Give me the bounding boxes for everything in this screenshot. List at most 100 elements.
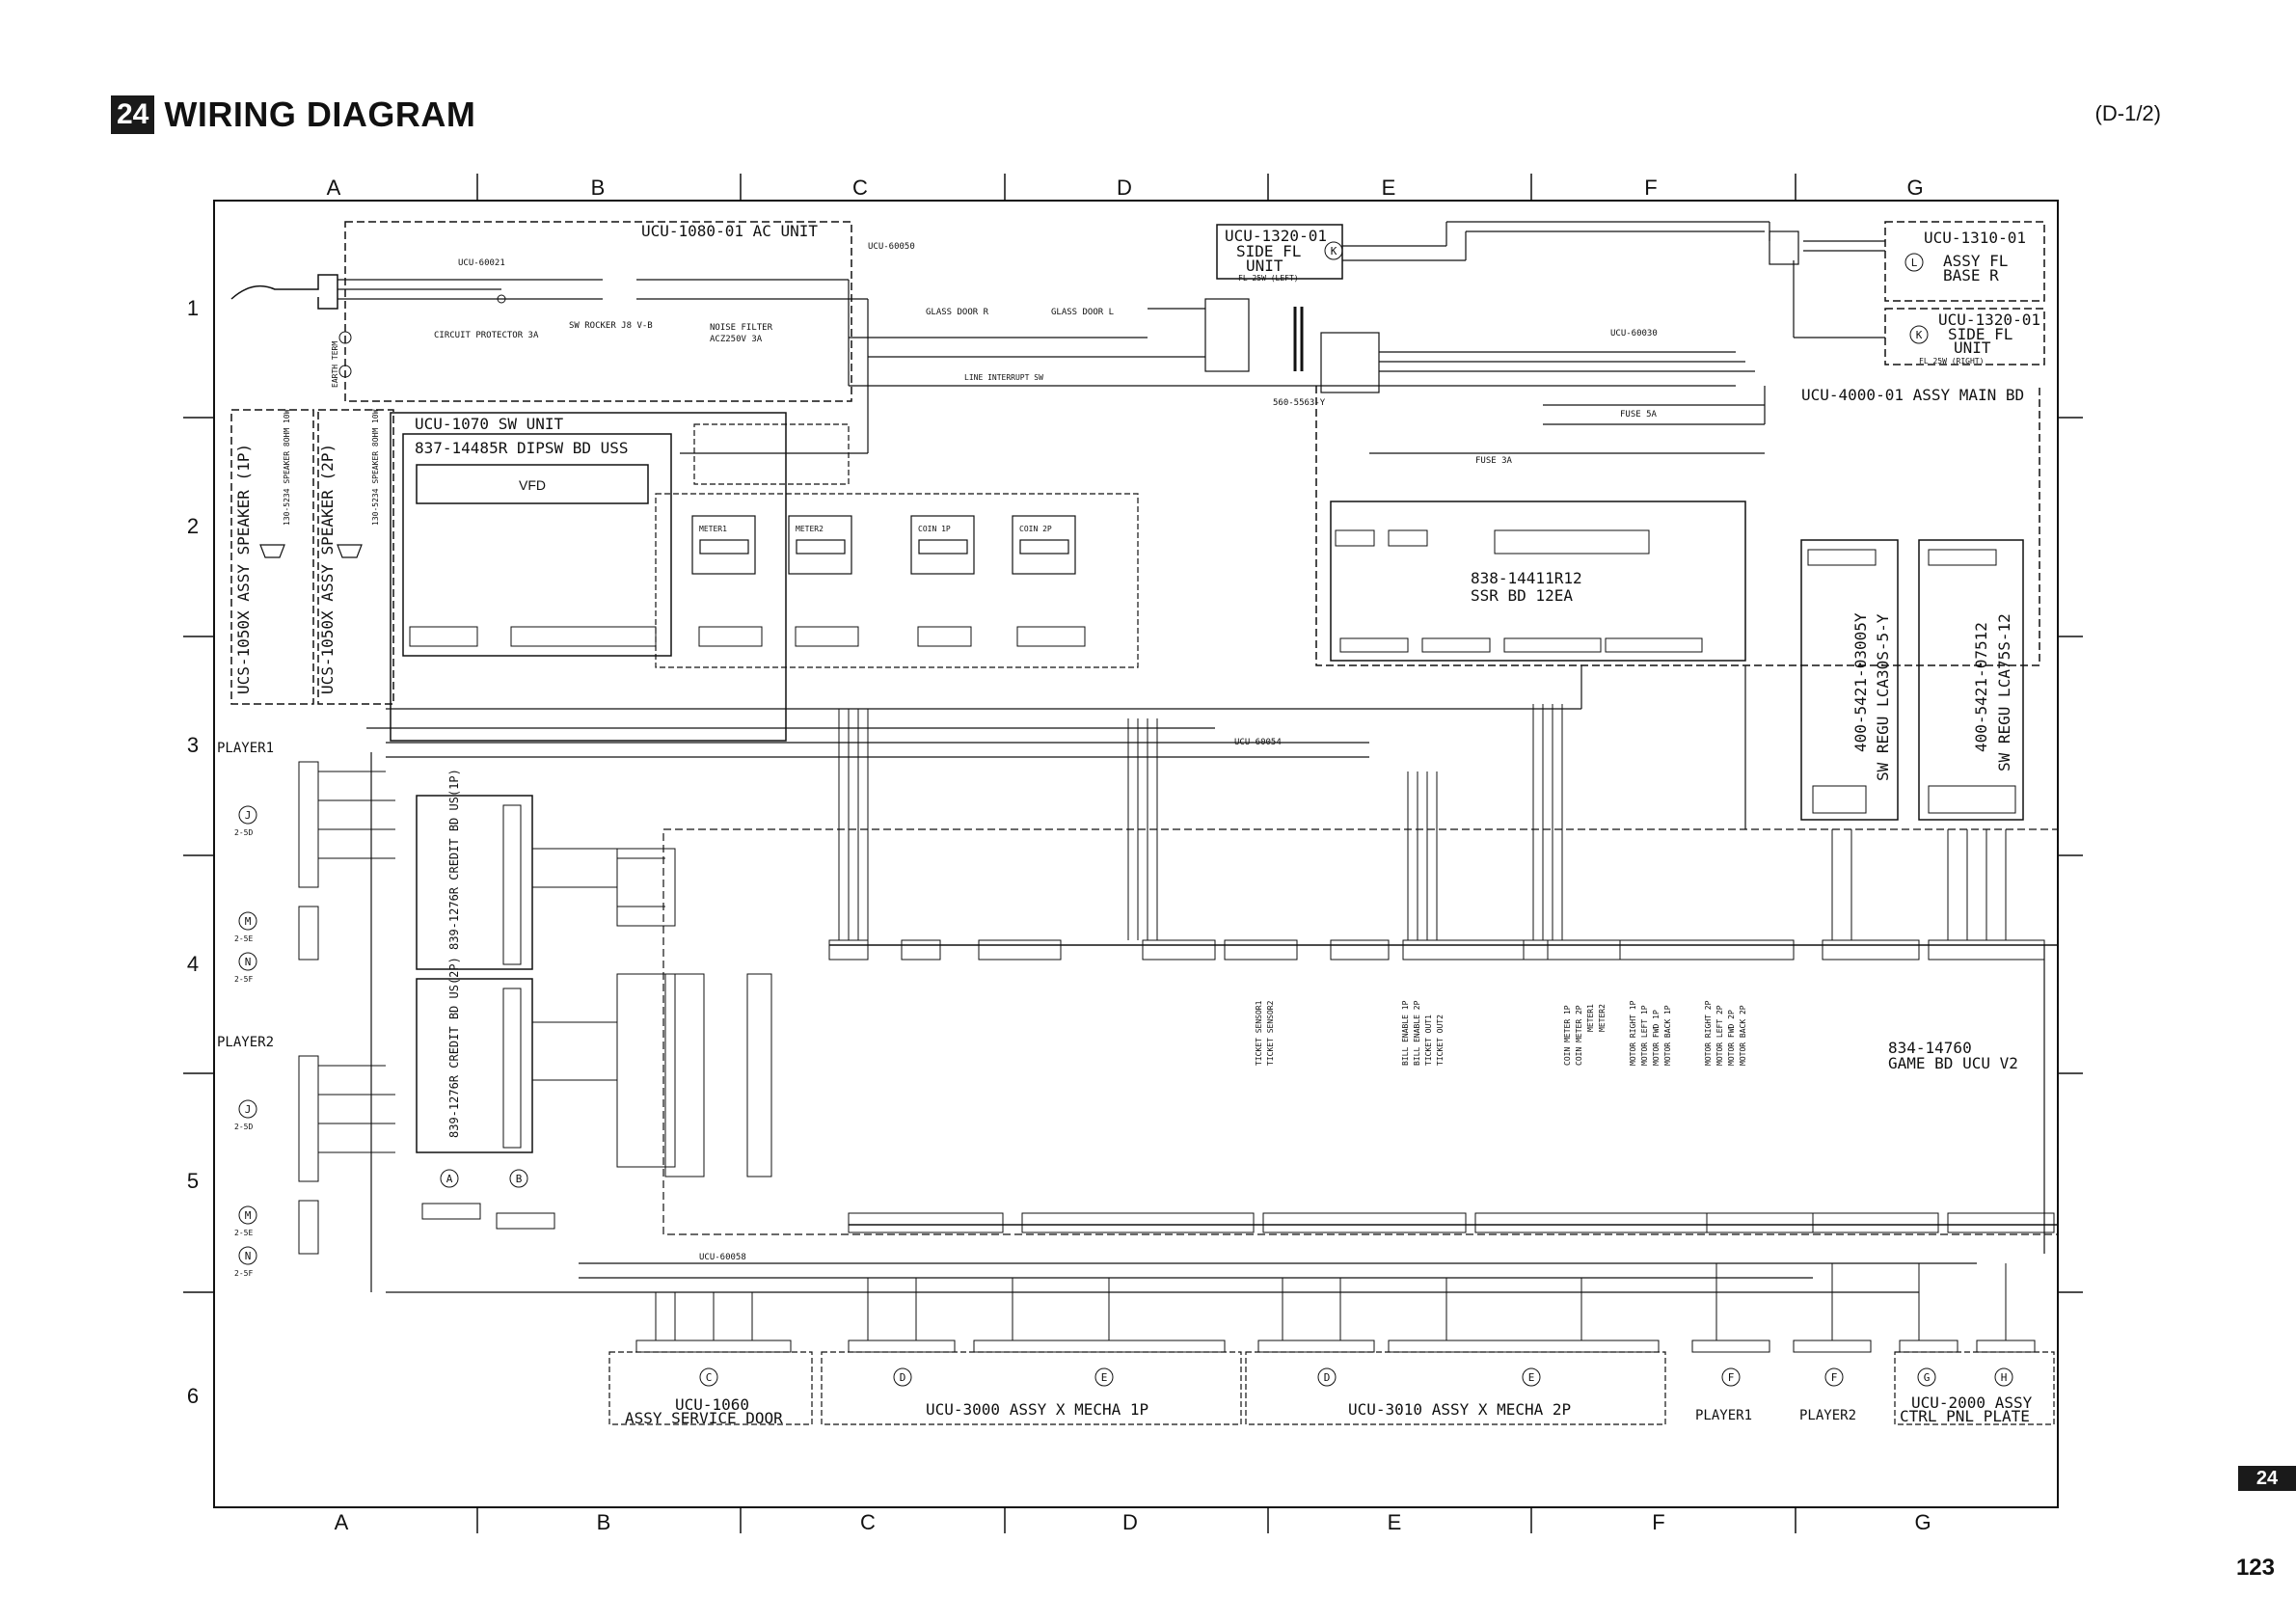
ac-unit-label: UCU-1080-01 AC UNIT: [641, 222, 818, 240]
coin-1p-label: COIN 1P: [918, 525, 951, 533]
regu-1-label-2: SW REGU LCA30S-5-Y: [1874, 613, 1892, 781]
connector-f-1-label: F: [1728, 1371, 1735, 1384]
col-label-top-b: B: [591, 176, 606, 200]
col-label-bottom-g: G: [1914, 1510, 1931, 1534]
connector-n-1: [238, 952, 257, 971]
signal-ticket-sensor1: TICKET SENSOR1: [1255, 1000, 1263, 1066]
ac-unit-box: [344, 221, 852, 402]
meter2-box: [788, 515, 852, 575]
sw-unit-label: UCU-1070 SW UNIT: [415, 415, 563, 433]
player2-label: PLAYER2: [217, 1035, 274, 1050]
dipsw-bd-box: [402, 433, 672, 657]
col-label-top-e: E: [1382, 176, 1396, 200]
credit-2p-label: 839-1276R CREDIT BD US(2P): [447, 957, 461, 1138]
circuit-protector: [497, 294, 506, 304]
svc-door-label-1: UCU-1060: [675, 1395, 749, 1414]
fl-left-label-3: UNIT: [1246, 257, 1283, 275]
cable-60054-label: UCU-60054: [1234, 738, 1282, 747]
signal-meter1: METER1: [1586, 1004, 1595, 1032]
speaker-2p-spec: 130-5234 SPEAKER 8OHM 10W: [371, 409, 380, 526]
speaker-2p-box: [317, 409, 394, 705]
ssr-bd-box: [1330, 501, 1746, 662]
col-label-top-g: G: [1906, 176, 1923, 200]
signal-bill-enable-1p: BILL ENABLE 1P: [1401, 1000, 1410, 1066]
connector-c-label: C: [706, 1371, 713, 1384]
transformer-secondary: [1320, 332, 1380, 393]
page-title: WIRING DIAGRAM: [164, 95, 476, 134]
transformer-label: 560-5563-Y: [1273, 398, 1326, 408]
signal-meter2: METER2: [1598, 1004, 1607, 1032]
fuse-5a-label: FUSE 5A: [1620, 410, 1658, 420]
main-bd-outline: [1315, 386, 2040, 666]
connector-j-1-tag: 2-5D: [234, 828, 253, 837]
connector-g: [1917, 1367, 1936, 1387]
signal-motor-back-1p: MOTOR BACK 1P: [1663, 1005, 1672, 1066]
player2-connector-j: [298, 1055, 319, 1182]
connector-m-1-tag: 2-5E: [234, 934, 253, 943]
meter-group-outline: [655, 493, 1139, 668]
game-bd-label-2: GAME BD UCU V2: [1888, 1054, 2018, 1072]
cable-60050-label: UCU-60050: [868, 242, 915, 252]
page-header: 24 WIRING DIAGRAM: [111, 95, 475, 135]
signal-ticket-out2: TICKET OUT2: [1436, 1015, 1445, 1066]
fl-base-label-1: UCU-1310-01: [1924, 229, 2026, 247]
fl-connector-purple: [1769, 230, 1799, 265]
fl-right-label-3: UNIT: [1954, 338, 1991, 357]
connector-j-1: [238, 805, 257, 825]
svc-door-label-2: ASSY SERVICE DOOR: [625, 1409, 783, 1427]
connector-n-2-tag: 2-5F: [234, 1269, 253, 1278]
signal-motor-right-2p: MOTOR RIGHT 2P: [1704, 1000, 1713, 1066]
connector-e-1-label: E: [1101, 1371, 1108, 1384]
connector-e-2: [1522, 1367, 1541, 1387]
page-code: (D-1/2): [2094, 101, 2161, 125]
ac-cable-label: UCU-60021: [458, 258, 505, 268]
mecha-2p-label: UCU-3010 ASSY X MECHA 2P: [1348, 1400, 1571, 1419]
connector-l: [1904, 253, 1924, 272]
ssr-bd-label-2: SSR BD 12EA: [1471, 586, 1573, 605]
connector-n-1-tag: 2-5F: [234, 975, 253, 984]
col-label-bottom-b: B: [597, 1510, 611, 1534]
connector-h-label: H: [2001, 1371, 2008, 1384]
signal-ticket-sensor2: TICKET SENSOR2: [1266, 1000, 1275, 1066]
coin-2p-box: [1012, 515, 1076, 575]
signal-coin-meter-2p: COIN METER 2P: [1575, 1005, 1583, 1066]
connector-b-label: B: [516, 1173, 523, 1185]
col-label-top-c: C: [852, 176, 868, 200]
col-label-top-d: D: [1117, 176, 1132, 200]
cable-60058-label: UCU-60058: [699, 1253, 746, 1262]
connector-e-2-label: E: [1528, 1371, 1535, 1384]
signal-motor-right-1p: MOTOR RIGHT 1P: [1629, 1000, 1637, 1066]
connector-j-1-label: J: [245, 809, 252, 822]
circuit-protector-label: CIRCUIT PROTECTOR 3A: [434, 331, 539, 340]
cable-60030-label: UCU-60030: [1610, 329, 1658, 338]
connector-d-1-label: D: [900, 1371, 906, 1384]
col-label-top-f: F: [1644, 176, 1657, 200]
signal-motor-back-2p: MOTOR BACK 2P: [1739, 1005, 1747, 1066]
signal-bill-enable-2p: BILL ENABLE 2P: [1413, 1000, 1421, 1066]
connector-n-2-label: N: [245, 1250, 252, 1262]
speaker-1p-spec: 130-5234 SPEAKER 8OHM 10W: [283, 409, 291, 526]
speaker-2p-icon: [337, 544, 363, 558]
regu-2-box: [1918, 539, 2024, 821]
row-label-1: 1: [187, 296, 199, 320]
row-label-6: 6: [187, 1384, 199, 1408]
section-number-badge: 24: [111, 95, 155, 134]
connector-g-label: G: [1924, 1371, 1931, 1384]
connector-e-1: [1094, 1367, 1114, 1387]
signal-motor-fwd-2p: MOTOR FWD 2P: [1727, 1010, 1736, 1066]
sw-unit-box: [390, 412, 787, 742]
speaker-2p-label: UCS-1050X ASSY SPEAKER (2P): [318, 444, 337, 694]
earth-term-1: [338, 331, 352, 344]
dipsw-bd-label: 837-14485R DIPSW BD USS: [415, 439, 629, 457]
connector-k-right: [1909, 325, 1929, 344]
fl-base-box: [1884, 221, 2045, 302]
vfd-box: [416, 464, 649, 504]
fl-left-label-4: FL 25W (LEFT): [1238, 274, 1299, 283]
connector-m-2-tag: 2-5E: [234, 1229, 253, 1237]
signal-motor-left-1p: MOTOR LEFT 1P: [1640, 1005, 1649, 1066]
connector-m-2: [238, 1205, 257, 1225]
connector-d-2-label: D: [1324, 1371, 1331, 1384]
grid-ticks: [183, 174, 2083, 1533]
mecha-1p-label: UCU-3000 ASSY X MECHA 1P: [926, 1400, 1148, 1419]
